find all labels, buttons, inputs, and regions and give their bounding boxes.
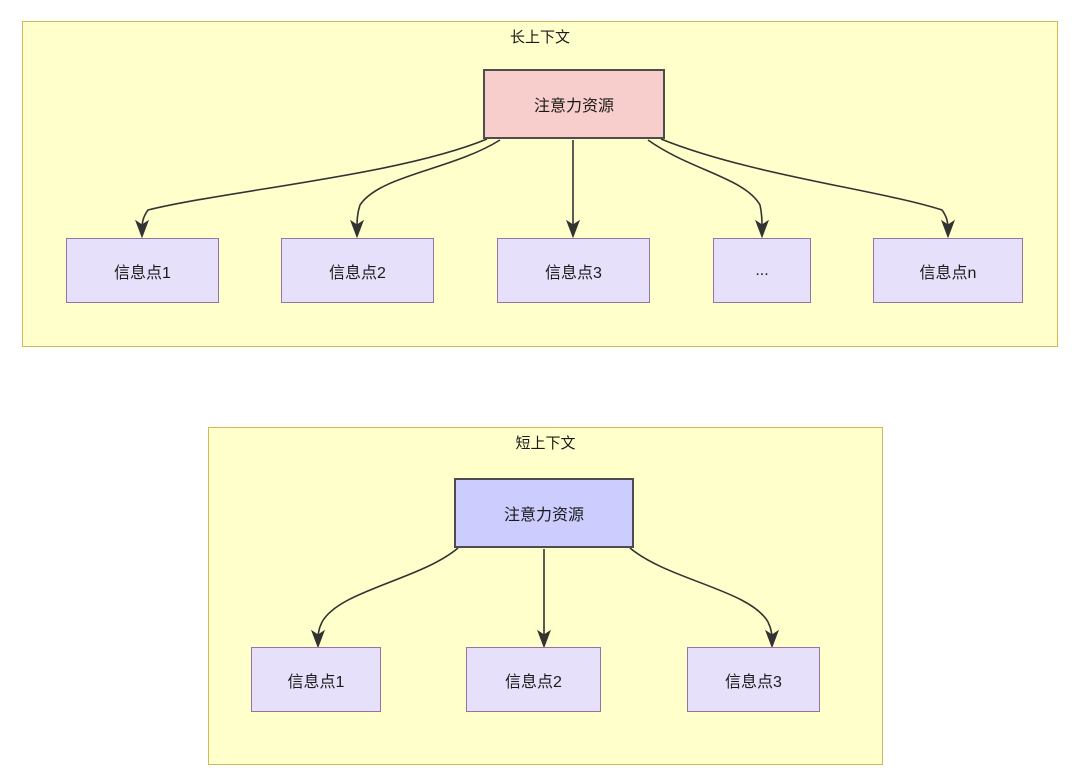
long-context-root-node[interactable]: 注意力资源 bbox=[483, 69, 665, 139]
long-context-leaf-3-label: 信息点3 bbox=[545, 264, 602, 282]
long-context-leaf-n[interactable]: 信息点n bbox=[873, 238, 1023, 303]
long-context-leaf-2-label: 信息点2 bbox=[329, 264, 386, 282]
long-context-root-label: 注意力资源 bbox=[533, 98, 614, 115]
long-context-leaf-2[interactable]: 信息点2 bbox=[281, 238, 434, 303]
short-context-leaf-1-label: 信息点1 bbox=[287, 673, 345, 691]
long-context-leaf-n-label: 信息点n bbox=[919, 264, 977, 282]
long-context-leaf-ellipsis[interactable]: ... bbox=[713, 238, 811, 303]
short-context-leaf-2-label: 信息点2 bbox=[505, 673, 562, 691]
short-context-title: 短上下文 bbox=[515, 435, 576, 452]
short-context-leaf-2[interactable]: 信息点2 bbox=[466, 647, 601, 712]
long-context-leaf-1[interactable]: 信息点1 bbox=[66, 238, 219, 303]
short-context-root-label: 注意力资源 bbox=[503, 507, 584, 524]
short-context-leaf-3-label: 信息点3 bbox=[725, 673, 782, 691]
long-context-leaf-3[interactable]: 信息点3 bbox=[497, 238, 650, 303]
long-context-leaf-1-label: 信息点1 bbox=[114, 264, 171, 282]
short-context-root-node[interactable]: 注意力资源 bbox=[454, 478, 634, 548]
long-context-leaf-ellipsis-label: ... bbox=[755, 261, 769, 279]
short-context-leaf-1[interactable]: 信息点1 bbox=[251, 647, 381, 712]
long-context-title: 长上下文 bbox=[509, 29, 570, 46]
short-context-leaf-3[interactable]: 信息点3 bbox=[687, 647, 820, 712]
